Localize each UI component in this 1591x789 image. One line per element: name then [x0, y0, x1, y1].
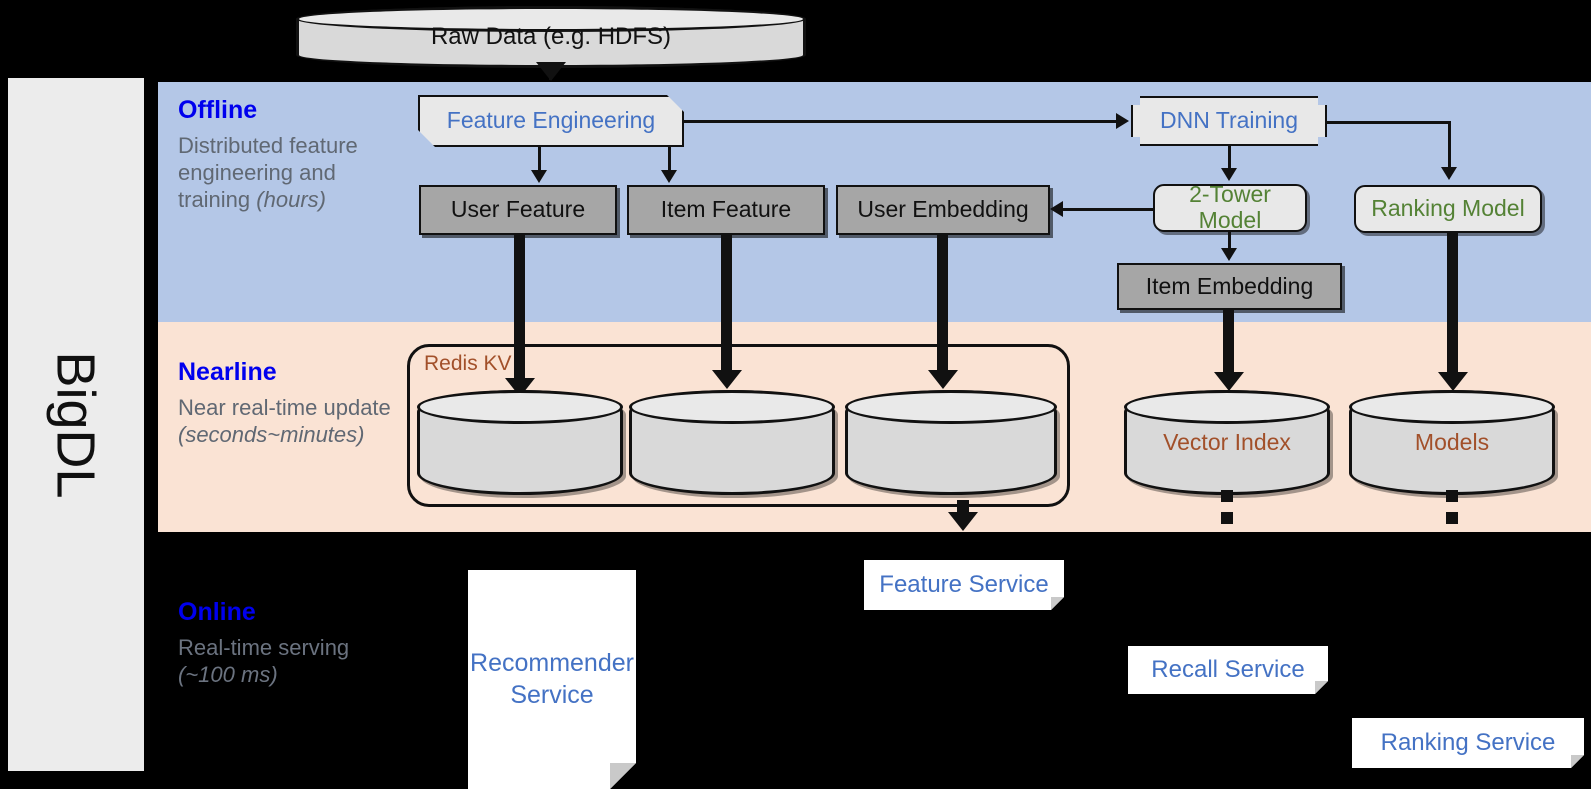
feature-engineering-label: Feature Engineering [446, 107, 656, 134]
item-feature-node[interactable]: Item Feature [627, 185, 825, 235]
redis-store-2-label [629, 390, 835, 495]
ranking-service-node[interactable]: Ranking Service [1352, 718, 1584, 768]
nearline-subtitle: Near real-time update (seconds~minutes) [178, 395, 391, 447]
arrowhead-twotower-itemembedding [1221, 248, 1237, 261]
redis-kv-label: Redis KV [424, 352, 512, 375]
recall-service-label: Recall Service [1151, 656, 1305, 683]
pipe-itemembedding-vectorindex [1223, 310, 1234, 378]
arrowhead-dnn-twotower [1221, 168, 1237, 181]
arrowhead-fe-itemfeature [661, 170, 677, 183]
connector-dot-vectorindex-b [1221, 512, 1233, 524]
redis-store-3[interactable] [845, 390, 1057, 495]
cylinder-top [1349, 390, 1555, 424]
redis-store-3-label [845, 390, 1057, 495]
connector-dot-vectorindex-a [1221, 490, 1233, 502]
recommender-service-node[interactable]: Recommender Service [468, 570, 636, 789]
item-embedding-node[interactable]: Item Embedding [1117, 263, 1342, 310]
cylinder-top [629, 390, 835, 424]
nearline-title: Nearline [178, 358, 277, 386]
user-embedding-label: User Embedding [857, 196, 1029, 223]
nearline-caption: Nearline Near real-time update (seconds~… [178, 358, 413, 449]
connector-twotower-userembedding [1062, 208, 1154, 211]
ranking-model-label: Ranking Model [1371, 195, 1525, 222]
online-caption: Online Real-time serving (~100 ms) [178, 598, 393, 689]
ranking-model-node[interactable]: Ranking Model [1354, 185, 1542, 233]
vector-index-store[interactable]: Vector Index [1124, 390, 1330, 495]
user-embedding-node[interactable]: User Embedding [836, 185, 1050, 235]
feature-engineering-node[interactable]: Feature Engineering [418, 95, 684, 147]
offline-caption: Offline Distributed feature engineering … [178, 96, 393, 213]
user-feature-node[interactable]: User Feature [419, 185, 617, 235]
pipe-userfeature-store1 [514, 235, 525, 385]
dnn-training-label: DNN Training [1159, 107, 1299, 134]
cylinder-top [845, 390, 1057, 424]
item-embedding-label: Item Embedding [1145, 272, 1314, 299]
two-tower-model-node[interactable]: 2-Tower Model [1153, 181, 1307, 233]
arrowhead-dnn-ranking [1441, 167, 1457, 180]
feature-service-label: Feature Service [879, 571, 1049, 598]
recommender-service-label: Recommender Service [470, 649, 634, 709]
item-feature-label: Item Feature [660, 196, 792, 223]
arrowhead-fe-userfeature [531, 170, 547, 183]
bigdl-label: BigDL [46, 350, 107, 499]
cylinder-top [1124, 390, 1330, 424]
connector-dnn-ranking-v [1448, 121, 1451, 169]
models-label: Models [1414, 429, 1490, 455]
two-tower-model-label: 2-Tower Model [1189, 181, 1271, 233]
feature-service-node[interactable]: Feature Service [864, 560, 1064, 610]
dnn-training-node[interactable]: DNN Training [1131, 96, 1327, 146]
connector-dot-featureservice [957, 500, 969, 512]
arrowhead-pipe-store2 [712, 370, 742, 389]
recall-service-node[interactable]: Recall Service [1128, 646, 1328, 694]
arrowhead-pipe-vectorindex [1214, 372, 1244, 391]
redis-kv-group [407, 344, 1070, 507]
pipe-rankingmodel-models [1447, 233, 1458, 378]
offline-subtitle: Distributed feature engineering and trai… [178, 133, 358, 212]
connector-dot-models-a [1446, 490, 1458, 502]
connector-fe-itemfeature [668, 147, 671, 173]
connector-twotower-itemembedding [1228, 232, 1231, 250]
connector-dot-models-b [1446, 512, 1458, 524]
online-subtitle: Real-time serving (~100 ms) [178, 635, 350, 687]
models-store[interactable]: Models [1349, 390, 1555, 495]
arrowhead-twotower-userembedding [1050, 201, 1063, 217]
online-title: Online [178, 598, 256, 626]
arrowhead-pipe-store3 [928, 370, 958, 389]
cylinder-top [417, 390, 623, 424]
pipe-userembedding-store3 [937, 235, 948, 377]
redis-store-1[interactable] [417, 390, 623, 495]
connector-dnn-twotower [1228, 146, 1231, 170]
arrowhead-rawdata-fe [536, 62, 566, 81]
connector-dnn-ranking-h [1327, 121, 1450, 124]
arrowhead-redis-featureservice [948, 512, 978, 531]
ranking-service-label: Ranking Service [1380, 729, 1556, 756]
user-feature-label: User Feature [450, 196, 586, 223]
bigdl-platform-rail: BigDL [8, 78, 144, 771]
offline-title: Offline [178, 96, 258, 124]
redis-store-1-label [417, 390, 623, 495]
pipe-itemfeature-store2 [721, 235, 732, 377]
cylinder-top [296, 6, 806, 32]
raw-data-label: Raw Data (e.g. HDFS) [430, 23, 672, 50]
arrowhead-pipe-models [1438, 372, 1468, 391]
raw-data-store: Raw Data (e.g. HDFS) [296, 6, 806, 68]
arrowhead-fe-dnn [1116, 113, 1129, 129]
connector-fe-userfeature [538, 147, 541, 173]
redis-store-2[interactable] [629, 390, 835, 495]
connector-fe-dnn [684, 120, 1116, 123]
vector-index-label: Vector Index [1163, 429, 1291, 455]
